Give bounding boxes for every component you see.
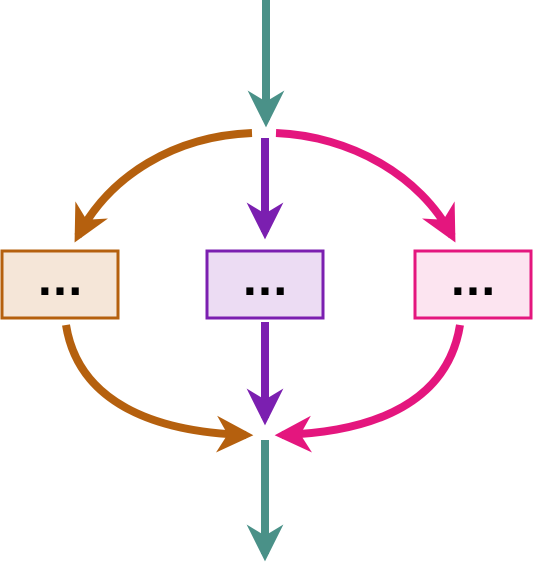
node-center-box xyxy=(205,249,325,320)
node-center: ... xyxy=(205,249,325,320)
merge-arrow-right xyxy=(274,324,464,453)
node-left-label: ... xyxy=(37,259,83,305)
merge-arrow-left xyxy=(62,324,254,453)
node-right-label: ... xyxy=(450,259,496,305)
node-right-box xyxy=(413,249,533,320)
node-left-box xyxy=(0,249,120,320)
node-left: ... xyxy=(0,249,120,320)
split-arrow-right xyxy=(275,129,456,243)
node-center-label: ... xyxy=(242,259,288,305)
node-right: ... xyxy=(413,249,533,320)
split-arrow-left xyxy=(74,129,253,243)
